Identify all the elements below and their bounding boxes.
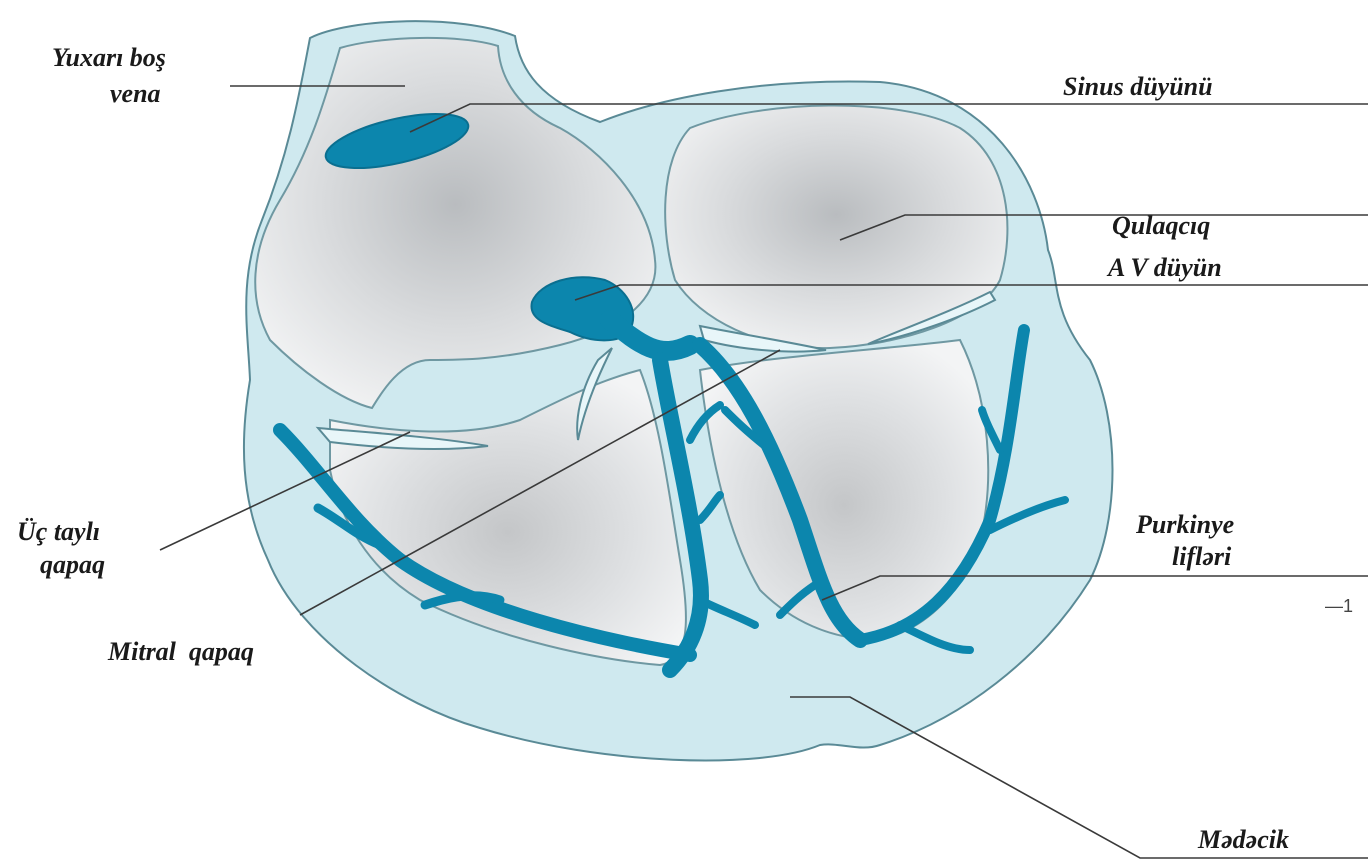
label-purkinye-lifleri-line2: lifləri: [1172, 542, 1232, 571]
edge-mark: —1: [1325, 596, 1353, 616]
label-sinus-duyunu: Sinus düyünü: [1063, 72, 1213, 101]
label-mitral-qapaq: Mitral qapaq: [107, 637, 254, 666]
label-uc-tayli-qapaq-line2: qapaq: [40, 550, 105, 579]
label-uc-tayli-qapaq-line1: Üç taylı: [17, 517, 100, 546]
label-medecik: Mədəcik: [1197, 825, 1289, 854]
label-purkinye-lifleri-line1: Purkinye: [1135, 510, 1234, 539]
label-qulaqciq: Qulaqcıq: [1112, 211, 1210, 240]
label-yuxari-bos-vena-line1: Yuxarı boş: [52, 43, 166, 72]
label-av-duyun: A V düyün: [1106, 253, 1222, 282]
label-yuxari-bos-vena-line2: vena: [110, 79, 161, 108]
